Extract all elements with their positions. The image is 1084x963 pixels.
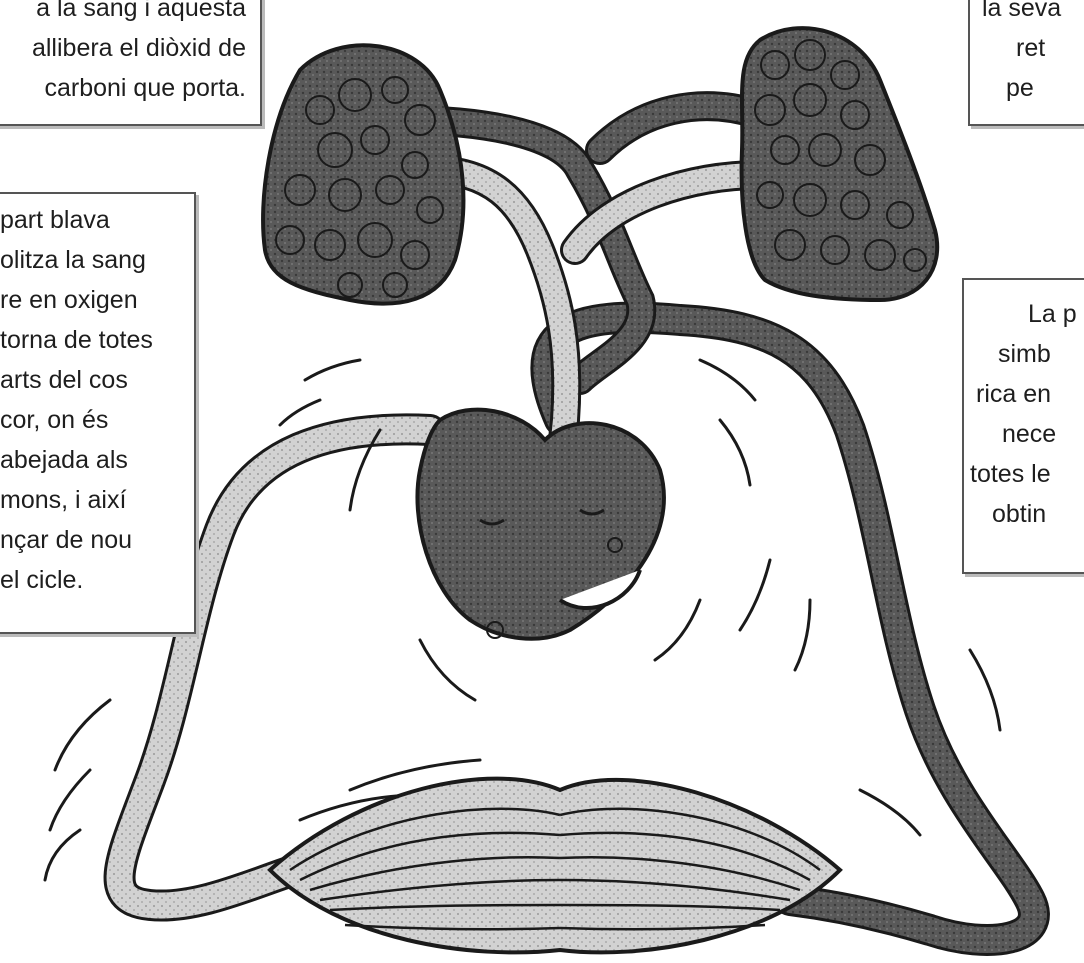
text-line: cor, on és (0, 400, 194, 440)
textbox-left: part blava olitza la sang re en oxigen t… (0, 192, 196, 634)
text-line: abejada als (0, 440, 194, 480)
text-line: rica en (970, 374, 1084, 414)
text-line: la seva (982, 0, 1084, 28)
text-line: pe (982, 68, 1084, 108)
text-line: carboni que porta. (0, 68, 246, 108)
text-line: totes le (970, 454, 1084, 494)
text-line: nçar de nou (0, 520, 194, 560)
text-line: olitza la sang (0, 240, 194, 280)
text-line: a la sang i aquesta (0, 0, 246, 28)
text-line: ret (982, 28, 1084, 68)
textbox-top-right: la seva ret pe (968, 0, 1084, 126)
text-line: torna de totes (0, 320, 194, 360)
text-line: mons, i així (0, 480, 194, 520)
text-line: La p (970, 294, 1084, 334)
textbox-top-left: a la sang i aquesta allibera el diòxid d… (0, 0, 262, 126)
text-line: obtin (970, 494, 1084, 534)
text-line: nece (970, 414, 1084, 454)
text-line: allibera el diòxid de (0, 28, 246, 68)
textbox-right: La p simb rica en nece totes le obtin (962, 278, 1084, 574)
text-line: re en oxigen (0, 280, 194, 320)
right-lung (742, 28, 938, 300)
text-line: part blava (0, 200, 194, 240)
text-line: simb (970, 334, 1084, 374)
text-line: el cicle. (0, 560, 194, 600)
text-line: arts del cos (0, 360, 194, 400)
left-lung (263, 45, 463, 303)
